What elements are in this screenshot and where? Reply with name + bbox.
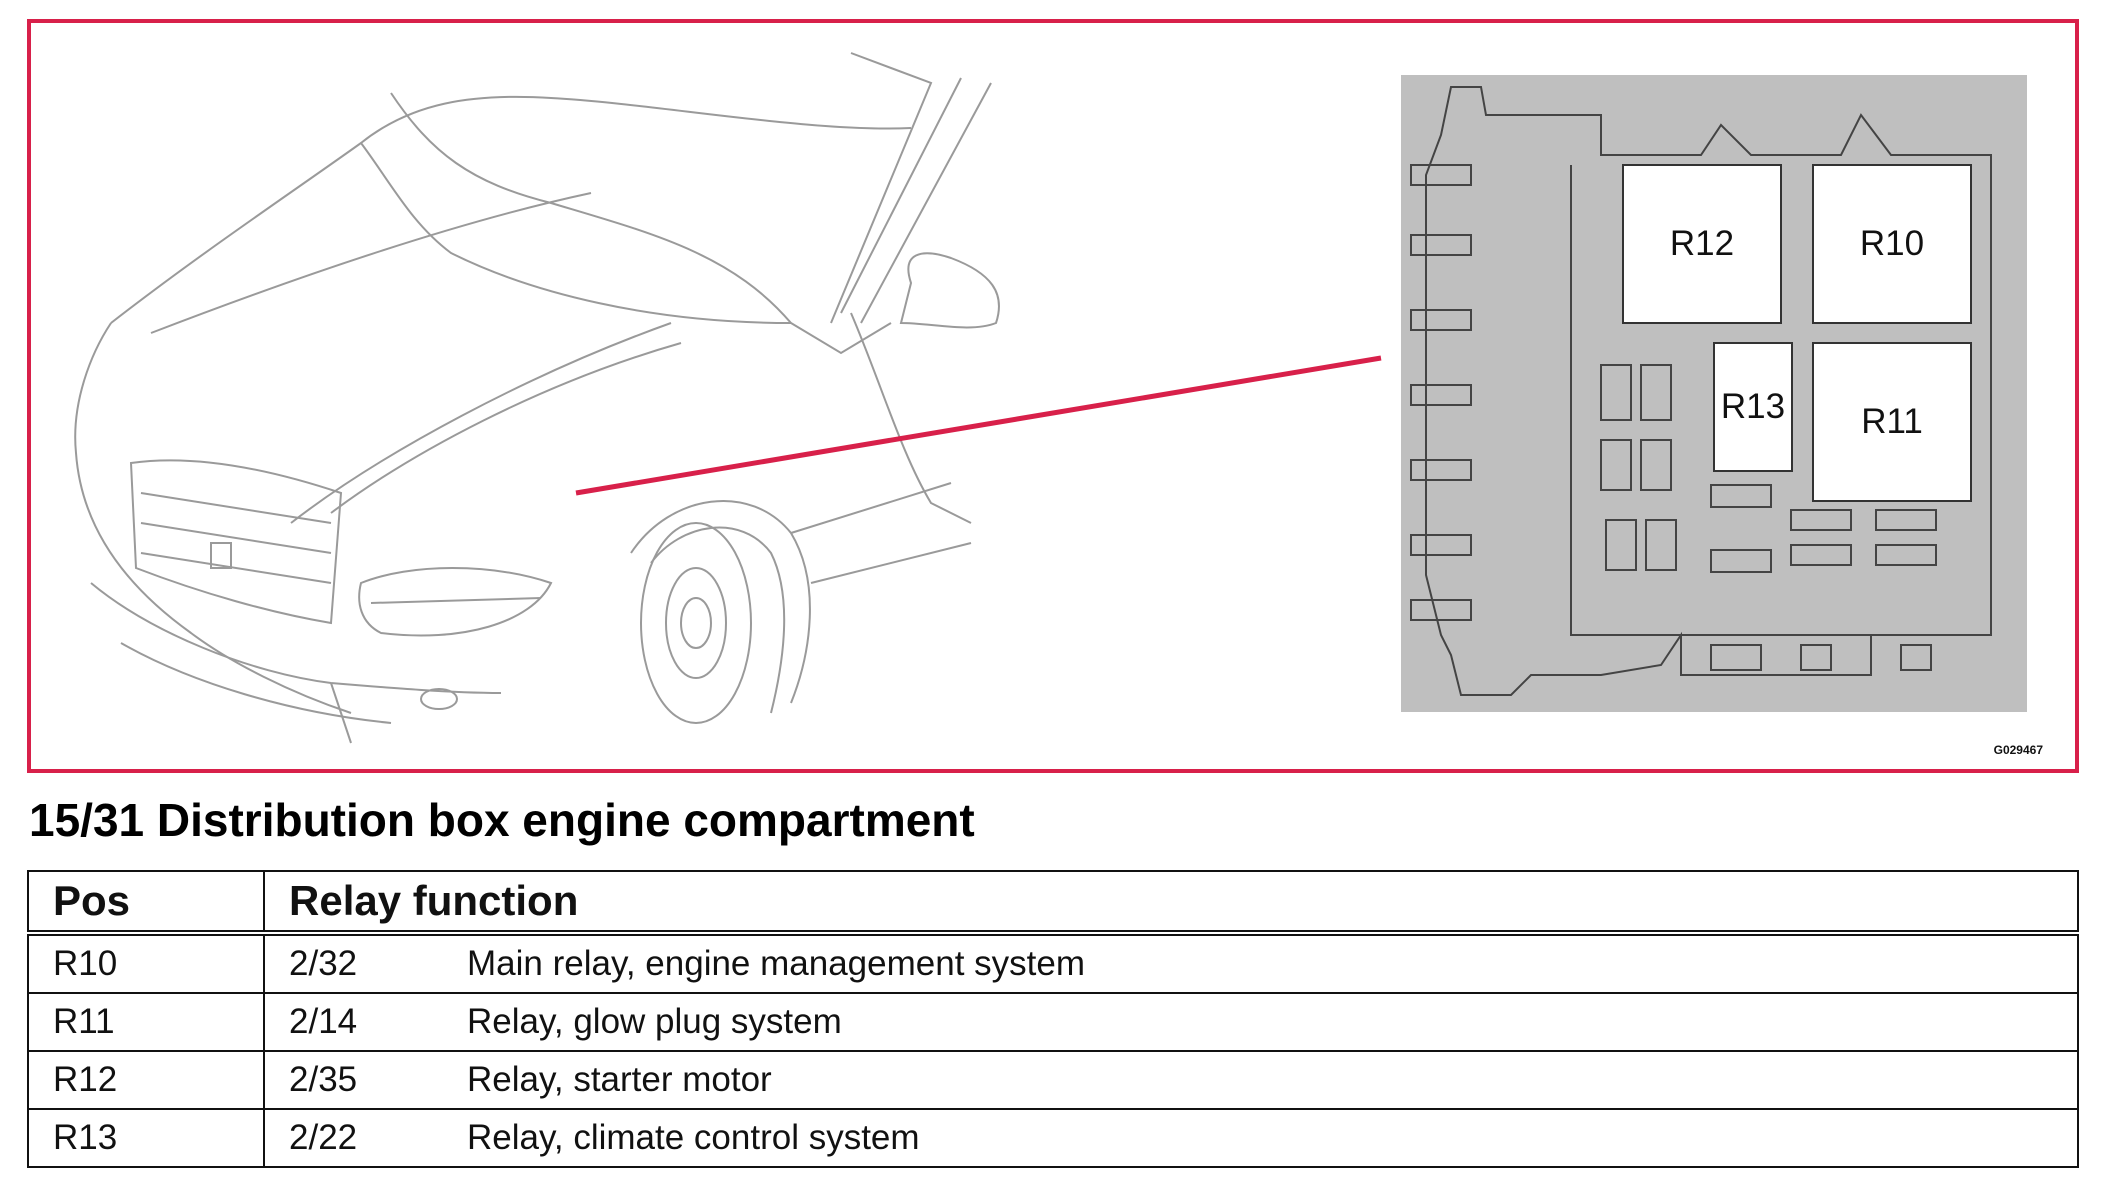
relay-r10: R10: [1812, 164, 1972, 324]
row-function: 2/32 Main relay, engine management system: [263, 932, 2079, 994]
row-pos: R13: [27, 1108, 265, 1168]
row-description: Main relay, engine management system: [467, 944, 1085, 983]
header-relay-function: Relay function: [263, 870, 2079, 936]
distribution-box-diagram: R12 R10 R13 R11: [1401, 75, 2027, 712]
table-row: R10 2/32 Main relay, engine management sy…: [27, 932, 2079, 994]
row-function: 2/14 Relay, glow plug system: [263, 992, 2079, 1052]
row-code: 2/35: [289, 1060, 358, 1099]
row-pos: R10: [27, 932, 265, 994]
row-pos: R11: [27, 992, 265, 1052]
row-code: 2/32: [289, 944, 358, 983]
table-row: R13 2/22 Relay, climate control system: [27, 1108, 2079, 1168]
page-title: 15/31 Distribution box engine compartmen…: [29, 794, 975, 846]
row-description: Relay, starter motor: [467, 1060, 772, 1099]
distribution-box-outline: [1410, 86, 1992, 696]
table-row: R12 2/35 Relay, starter motor: [27, 1050, 2079, 1110]
car-front-illustration: [74, 52, 1382, 744]
pointer-line: [575, 355, 1382, 496]
row-function: 2/22 Relay, climate control system: [263, 1108, 2079, 1168]
relay-table: Pos Relay function R10 2/32 Main relay, e…: [27, 870, 2079, 1168]
location-figure: R12 R10 R13 R11 G029467: [27, 19, 2079, 773]
row-function: 2/35 Relay, starter motor: [263, 1050, 2079, 1110]
row-code: 2/14: [289, 1002, 358, 1041]
row-pos: R12: [27, 1050, 265, 1110]
table-row: R11 2/14 Relay, glow plug system: [27, 992, 2079, 1052]
table-header-row: Pos Relay function: [27, 870, 2079, 936]
row-description: Relay, climate control system: [467, 1118, 920, 1157]
relay-r11: R11: [1812, 342, 1972, 502]
header-pos: Pos: [27, 870, 265, 936]
figure-code: G029467: [1993, 743, 2043, 757]
relay-r12: R12: [1622, 164, 1782, 324]
row-code: 2/22: [289, 1118, 358, 1157]
row-description: Relay, glow plug system: [467, 1002, 842, 1041]
relay-r13: R13: [1713, 342, 1793, 472]
